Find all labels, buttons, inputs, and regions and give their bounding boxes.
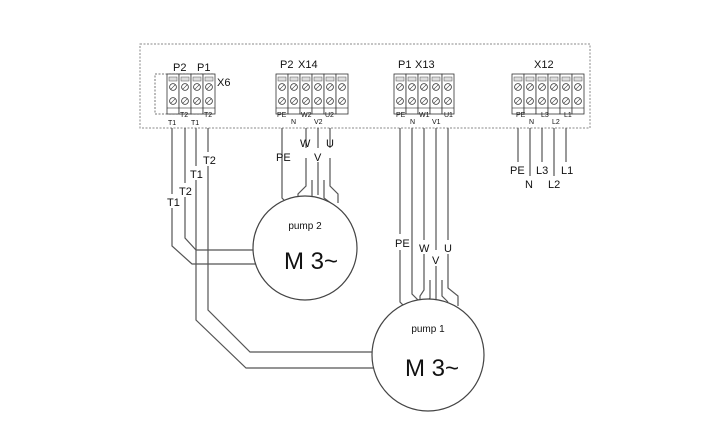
x13-pin-pe: PE [396, 112, 406, 119]
pump1-motor: pump 1 M 3~ [371, 298, 485, 412]
mains-wire-l2: L2 [548, 179, 560, 191]
mains-wire-l3: L3 [536, 165, 548, 177]
thermal-wire-t2-pump2: T2 [179, 186, 192, 198]
x13-pin-v1: V1 [432, 119, 441, 126]
thermal-wire-t1-pump2: T1 [167, 197, 180, 209]
pump2-motor-circle [252, 195, 358, 301]
pump1-wire-w: W [419, 243, 430, 255]
x14-pin-v2: V2 [314, 119, 323, 126]
x12-pin-l2: L2 [552, 119, 560, 126]
x6-inner-label: T2 [180, 112, 188, 119]
pump2-label: pump 2 [288, 221, 322, 232]
x13-pin-n: N [410, 119, 415, 126]
x13-terminal-4 [429, 73, 443, 115]
terminal-block-x14: P2 X14 PE N W2 V2 U2 [275, 59, 349, 126]
x6-terminal-1 [166, 73, 180, 115]
mains-wire-n: N [525, 179, 533, 191]
x12-pin-l1: L1 [564, 112, 572, 119]
thermal-wire-t1-pump1: T1 [190, 169, 203, 181]
thermal-wire-t2-pump1: T2 [203, 155, 216, 167]
pump2-power-wires: PE W V U [276, 128, 339, 207]
x14-terminal-4 [311, 73, 325, 115]
x6-block-label: X6 [217, 77, 230, 89]
x13-pin-w1: W1 [419, 112, 430, 119]
pump2-wire-pe: PE [276, 152, 291, 164]
x13-terminal-1 [393, 73, 407, 115]
pump1-wire-v: V [432, 255, 440, 267]
x12-terminal-2 [523, 73, 537, 115]
x13-terminal-3 [417, 73, 431, 115]
x12-terminal-1 [511, 73, 525, 115]
x13-block-label: X13 [415, 59, 435, 71]
pump1-power-wires: PE W V U [395, 128, 459, 313]
x12-block-label: X12 [534, 59, 554, 71]
x14-terminal-3 [299, 73, 313, 115]
x14-pin-pe: PE [277, 112, 287, 119]
x6-pin-2: T1 [191, 120, 199, 127]
x12-terminal-3 [535, 73, 549, 115]
pump2-wire-w: W [300, 138, 311, 150]
thermal-contact-wires: T1 T2 T1 T2 [167, 128, 374, 369]
x13-pin-u1: U1 [444, 112, 453, 119]
x13-terminal-5 [441, 73, 455, 115]
mains-wires: PE N L3 L2 L1 [510, 128, 573, 191]
x13-terminal-2 [405, 73, 419, 115]
x6-terminal-2 [178, 73, 192, 115]
pump2-motor-label: M 3~ [284, 248, 338, 275]
x14-terminal-1 [275, 73, 289, 115]
x12-pin-l3: L3 [541, 112, 549, 119]
x12-terminal-5 [559, 73, 573, 115]
terminal-block-x6: P2 P1 X6 T2 T1 T1 T2 [154, 62, 230, 127]
pump1-motor-label: M 3~ [405, 355, 459, 382]
x13-p1-label: P1 [398, 59, 411, 71]
x14-p2-label: P2 [280, 59, 293, 71]
pump1-label: pump 1 [411, 324, 445, 335]
pump2-wire-u: U [326, 138, 334, 150]
terminal-block-x12: X12 PE N L3 L2 L1 [511, 59, 585, 126]
x14-pin-w2: W2 [301, 112, 312, 119]
terminal-block-x13: P1 X13 PE N W1 V1 U1 [393, 59, 455, 126]
x6-p2-label: P2 [173, 62, 186, 74]
mains-wire-pe: PE [510, 165, 525, 177]
x6-terminal-3 [190, 73, 204, 115]
x14-pin-u2: U2 [325, 112, 334, 119]
x14-terminal-2 [287, 73, 301, 115]
mains-wire-l1: L1 [561, 165, 573, 177]
x6-p1-label: P1 [197, 62, 210, 74]
x14-block-label: X14 [298, 59, 318, 71]
x12-terminal-4 [547, 73, 561, 115]
x6-pin-3: T2 [204, 112, 212, 119]
pump2-motor: pump 2 M 3~ [252, 195, 358, 301]
x14-pin-n: N [291, 119, 296, 126]
x14-terminal-5 [323, 73, 337, 115]
pump1-motor-circle [371, 298, 485, 412]
pump1-wire-u: U [444, 243, 452, 255]
x12-terminal-6 [571, 73, 585, 115]
x14-terminal-6 [335, 73, 349, 115]
x12-pin-n: N [529, 119, 534, 126]
controller-enclosure [139, 43, 591, 129]
x6-terminal-4 [202, 73, 216, 115]
pump2-wire-v: V [314, 152, 322, 164]
x6-pin-1: T1 [168, 120, 176, 127]
pump1-wire-pe: PE [395, 238, 410, 250]
x12-pin-pe: PE [516, 112, 526, 119]
